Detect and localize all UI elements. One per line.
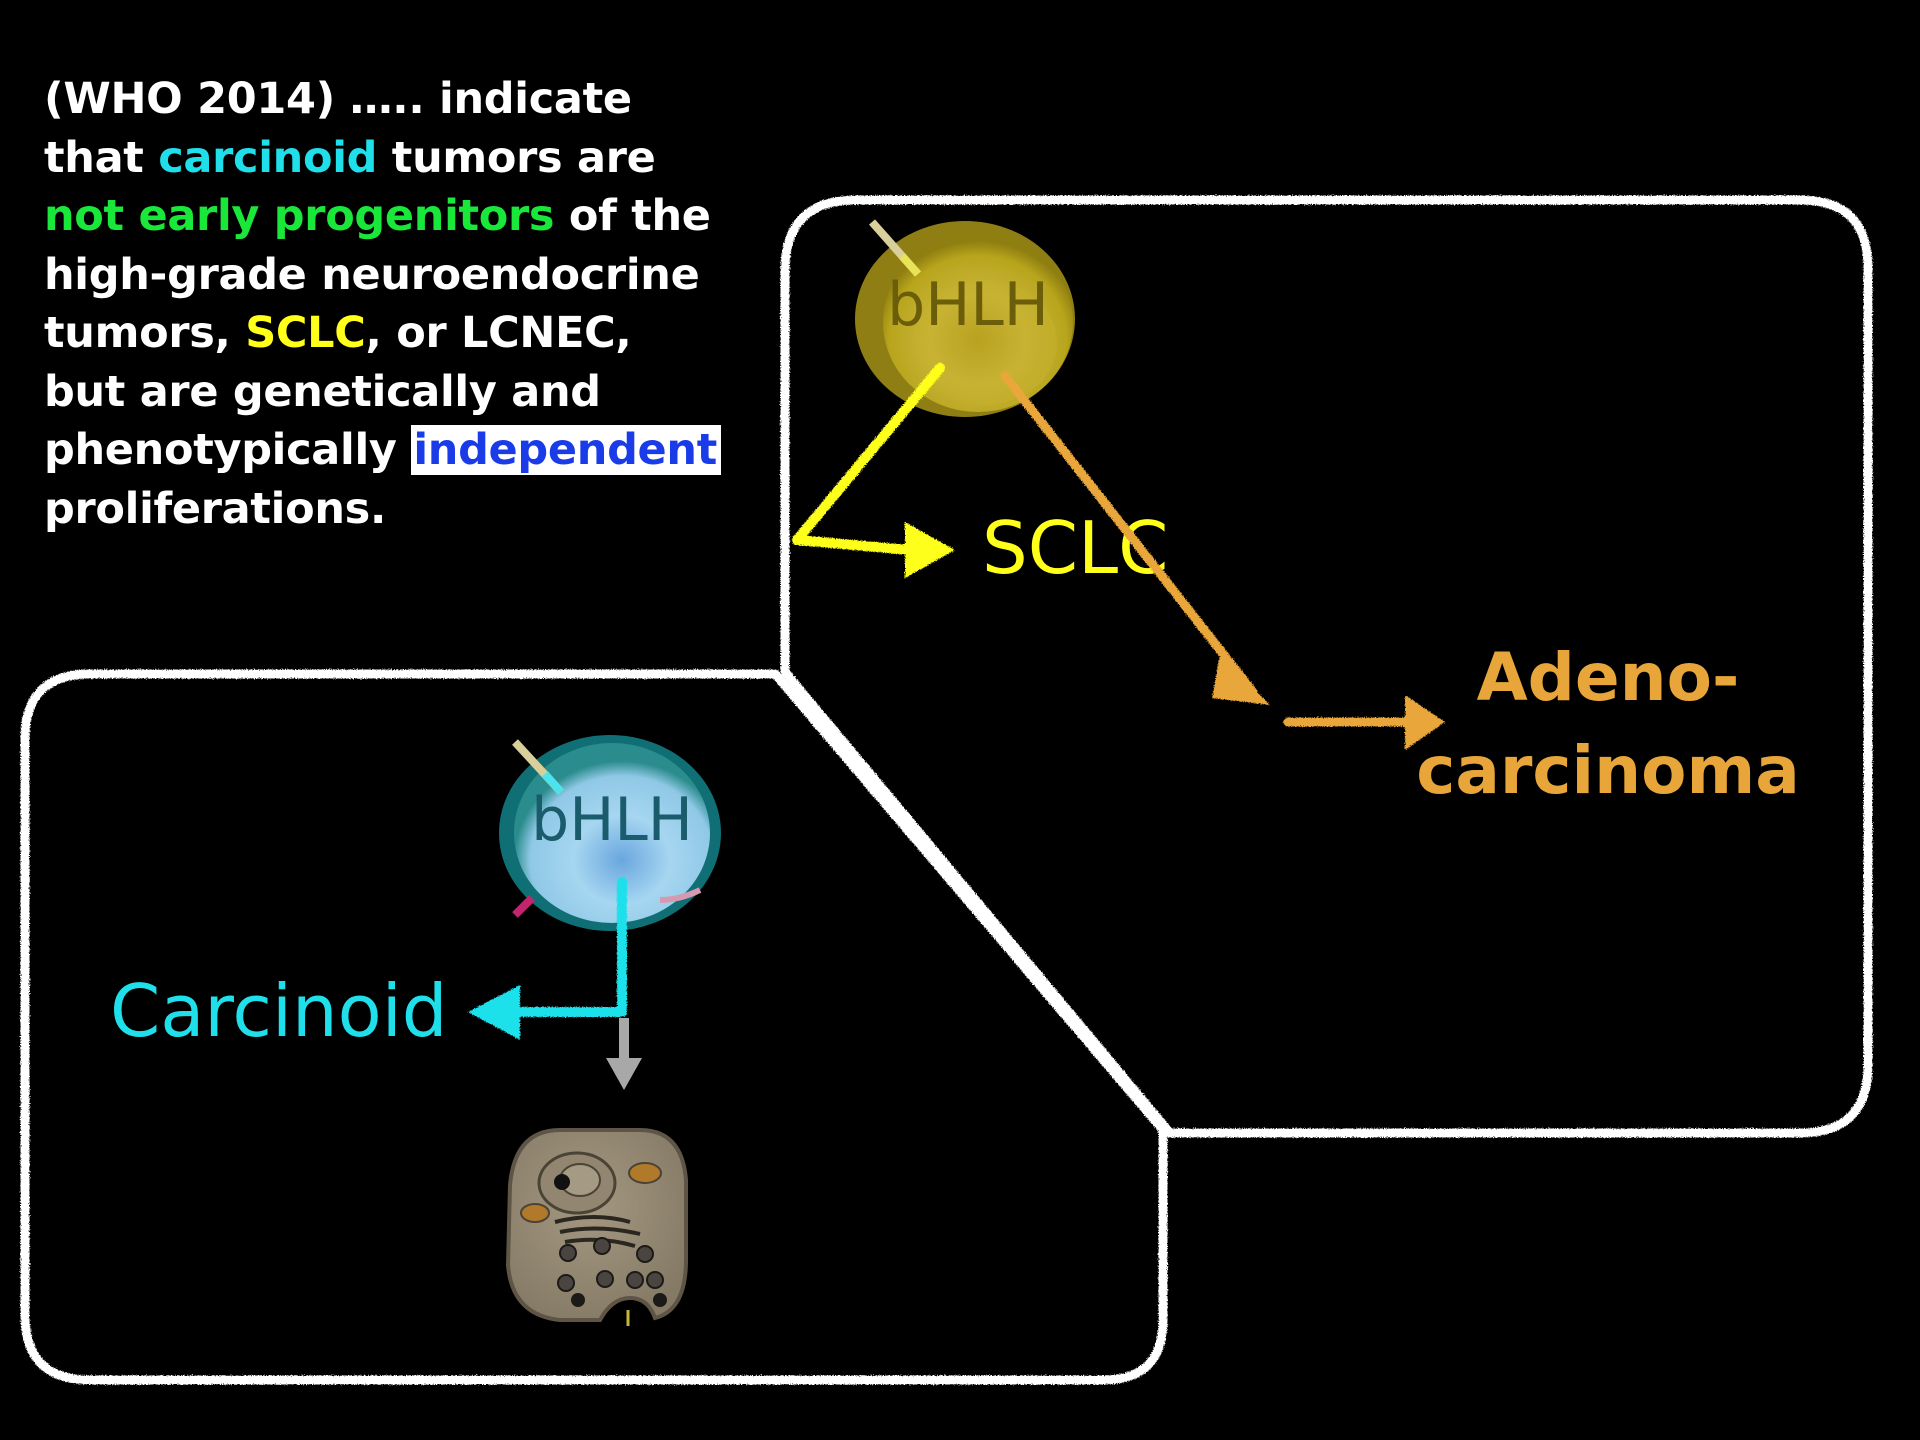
intro-line-7: phenotypically independent [44,421,784,480]
intro-line-5-a: tumors, [44,308,246,358]
adeno-label-line-1: Adeno- [1477,639,1740,716]
intro-line-5: tumors, SCLC, or LCNEC, [44,304,784,363]
intro-text: (WHO 2014) ….. indicate that carcinoid t… [44,70,784,538]
neuroendocrine-cell-icon [505,1128,688,1326]
yellow-bhlh-cell-icon: bHLH [855,219,1075,417]
upper-region-outline [780,195,1873,1138]
intro-line-2-a: that [44,132,159,183]
adeno-label-line-2: carcinoma [1416,732,1800,809]
independent-highlight: independent [411,425,721,475]
neuroendocrine-arrow [606,1018,642,1090]
intro-line-2: that carcinoid tumors are [44,129,784,188]
intro-line-1: (WHO 2014) ….. indicate [44,70,784,129]
blue-bhlh-cell-icon: bHLH [499,735,721,931]
intro-line-8: proliferations. [44,480,784,539]
intro-line-6-text: but are genetically and [44,366,601,417]
carcinoid-highlight: carcinoid [158,132,378,183]
carcinoid-arrow [468,877,627,1040]
lower-cell-label: bHLH [531,785,693,855]
sclc-arrow [792,363,955,578]
sclc-highlight: SCLC [245,308,366,358]
intro-line-5-c: , or LCNEC, [365,308,632,358]
adeno-arrow [1000,371,1445,750]
intro-line-4-text: high-grade neuroendocrine [44,249,700,300]
intro-line-1-text: (WHO 2014) ….. indicate [44,74,632,124]
intro-line-3-b: of the [554,191,711,241]
progenitors-highlight: not early progenitors [44,191,555,241]
intro-line-8-text: proliferations. [44,483,386,534]
lower-region-outline [20,669,1168,1385]
intro-line-2-c: tumors are [377,132,656,183]
intro-line-6: but are genetically and [44,363,784,422]
upper-cell-label: bHLH [887,270,1049,340]
intro-line-4: high-grade neuroendocrine [44,246,784,305]
intro-line-7-a: phenotypically [44,425,412,475]
intro-line-3: not early progenitors of the [44,187,784,246]
carcinoid-label: Carcinoid [110,969,447,1053]
